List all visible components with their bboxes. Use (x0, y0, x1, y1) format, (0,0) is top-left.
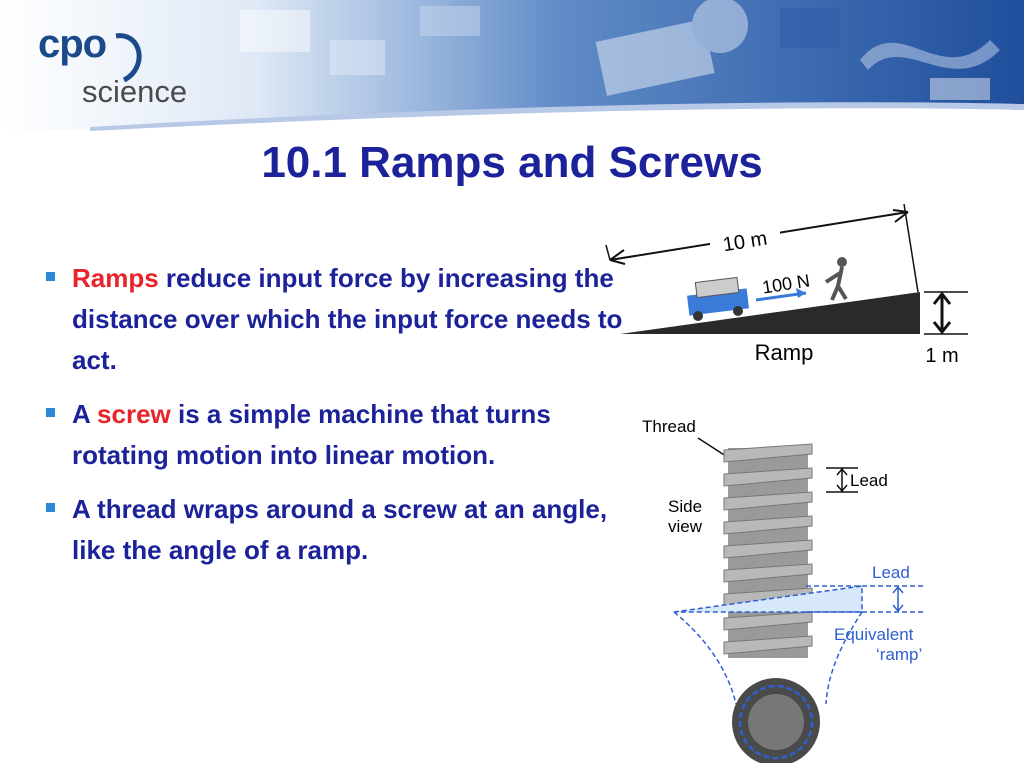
cart-wheel-icon (693, 311, 703, 321)
equivalent-label-line2: ‘ramp’ (876, 645, 922, 664)
bullet-square-icon (46, 503, 55, 512)
bullet-square-icon (46, 408, 55, 417)
header-banner: cpo science (0, 0, 1024, 135)
bullet-text: is a simple machine that turns rotating … (72, 399, 551, 470)
arrowhead-icon (609, 249, 626, 265)
screw-threads (723, 443, 813, 655)
arrowhead-icon (932, 291, 952, 335)
bullet-screw: A screw is a simple machine that turns r… (44, 394, 624, 476)
bullet-ramps: Ramps reduce input force by increasing t… (44, 258, 624, 381)
bullet-prefix: A (72, 399, 98, 429)
lead-label-bottom: Lead (872, 563, 910, 582)
extension-lines (605, 203, 919, 293)
bullet-square-icon (46, 272, 55, 281)
logo-science: science (82, 74, 188, 109)
cart-load-icon (694, 276, 740, 299)
ramp-diagram: 10 m 100 N Ramp 1 m (605, 203, 968, 367)
screw-diagram: Thread Lead Side view Lead Equivalent ‘r… (642, 417, 926, 763)
side-view-label-line2: view (668, 517, 703, 536)
bullet-text: reduce input force by increasing the dis… (72, 263, 623, 375)
screw-end-view-inner (748, 694, 804, 750)
banner-background (0, 0, 1024, 131)
equivalent-ramp-wedge (673, 585, 863, 613)
lead-label-top: Lead (850, 471, 888, 490)
projection-lines (673, 611, 863, 705)
equivalent-label-line1: Equivalent (834, 625, 914, 644)
thread-label: Thread (642, 417, 696, 436)
slide-title: 10.1 Ramps and Screws (261, 138, 763, 187)
bullet-text: A thread wraps around a screw at an angl… (72, 494, 608, 565)
ramp-shape (620, 292, 920, 334)
height-label: 1 m (925, 345, 958, 367)
cart-wheel-icon (733, 306, 743, 316)
logo-arc (115, 33, 142, 83)
highlight-ramps: Ramps (72, 263, 159, 293)
logo-cpo: cpo (38, 22, 107, 66)
highlight-screw: screw (97, 399, 171, 429)
bullet-list: Ramps reduce input force by increasing t… (44, 258, 624, 584)
bullet-thread: A thread wraps around a screw at an angl… (44, 489, 624, 571)
lead-guide-lines (806, 585, 926, 613)
lead-blue-dimension-icon (892, 585, 904, 613)
height-extension-lines (924, 291, 968, 335)
ramp-caption: Ramp (755, 340, 814, 365)
screw-end-view-dashed (738, 684, 814, 760)
lead-dimension-icon (836, 467, 848, 493)
side-view-label-line1: Side (668, 497, 702, 516)
person-icon (824, 257, 848, 301)
length-label-bg (710, 230, 780, 252)
arrowhead-icon (796, 288, 806, 298)
